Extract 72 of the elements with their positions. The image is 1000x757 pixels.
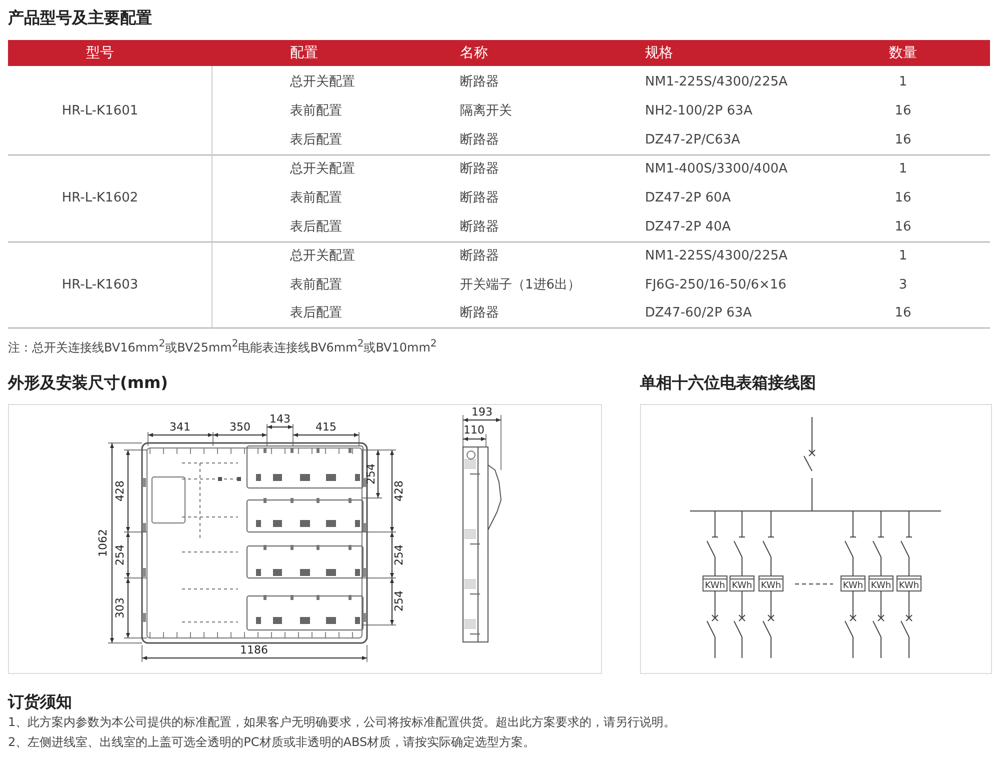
column-header: 规格	[645, 44, 673, 62]
dimension-value: 428	[114, 480, 128, 502]
table-cell: NH2-100/2P 63A	[645, 104, 752, 120]
table-cell: 表前配置	[290, 104, 342, 120]
dimension-value: 254	[394, 544, 406, 566]
dimension-value: 428	[394, 480, 406, 502]
meter-label: KWh	[704, 580, 726, 591]
section-heading: 产品型号及主要配置	[8, 8, 152, 28]
meter-label: KWh	[842, 580, 864, 591]
table-cell: 16	[894, 134, 912, 148]
column-header: 数量	[889, 44, 917, 62]
note-text: 注：总开关连接线BV16mm$^{2}$或BV25mm$^{2}$电能表连接线BV6mm$^{2}$或BV10mm$^{2}$	[8, 338, 437, 356]
table-cell: 1	[898, 76, 908, 90]
note-text: 2、左侧进线室、出线室的上盖可选全透明的PC材质或非透明的ABS材质，请按实际确定选型方案。	[8, 736, 536, 750]
table-cell: 隔离开关	[460, 104, 512, 120]
dimension-value: 341	[170, 422, 190, 434]
table-cell: 断路器	[460, 192, 499, 206]
table-cell: 3	[898, 278, 908, 294]
table-cell: DZ47-2P 40A	[645, 220, 731, 236]
table-cell: NM1-225S/4300/225A	[645, 76, 788, 90]
table-cell: 16	[894, 104, 912, 120]
table-cell: 1	[898, 162, 908, 178]
dimension-value: 350	[230, 422, 250, 434]
section-heading: 单相十六位电表箱接线图	[640, 374, 816, 392]
table-cell: 总开关配置	[290, 162, 355, 178]
table-cell: 16	[894, 306, 912, 322]
dimension-value: 254	[114, 544, 128, 566]
dimension-value: 1186	[240, 644, 268, 658]
meter-label: KWh	[732, 580, 752, 591]
table-cell: 断路器	[460, 306, 499, 322]
meter-label: KWh	[760, 580, 782, 591]
table-cell: 总开关配置	[290, 250, 355, 264]
table-cell: HR-L-K1601	[62, 104, 138, 120]
section-heading: 订货须知	[8, 692, 72, 712]
dimension-value: 415	[316, 422, 336, 434]
column-header: 型号	[86, 44, 114, 62]
dimension-value: 303	[114, 598, 128, 618]
meter-label: KWh	[870, 580, 892, 591]
table-cell: FJ6G-250/16-50/6×16	[645, 278, 786, 294]
table-cell: 断路器	[460, 250, 499, 264]
table-cell: 表后配置	[290, 220, 342, 236]
dimension-value: 110	[464, 424, 484, 438]
table-cell: 1	[898, 250, 908, 264]
table-cell: 表前配置	[290, 278, 342, 294]
table-cell: DZ47-2P/C63A	[645, 134, 740, 148]
table-cell: 断路器	[460, 76, 499, 90]
table-cell: 表后配置	[290, 134, 342, 148]
dimension-value: 254	[394, 590, 406, 612]
table-cell: 开关端子（1进6出）	[460, 278, 581, 294]
table-cell: DZ47-60/2P 63A	[645, 306, 752, 322]
table-cell: 总开关配置	[290, 76, 355, 90]
column-header: 配置	[290, 44, 318, 62]
column-header: 名称	[460, 44, 488, 62]
table-cell: NM1-225S/4300/225A	[645, 250, 788, 264]
table-cell: 表前配置	[290, 192, 342, 206]
note-text: 1、此方案内参数为本公司提供的标准配置，如果客户无明确要求，公司将按标准配置供货。超出此方案要求的，请另行说明。	[8, 716, 676, 730]
section-heading: 外形及安装尺寸(mm)	[8, 374, 168, 392]
table-cell: 断路器	[460, 220, 499, 236]
dimension-value: 254	[366, 464, 378, 484]
dimension-value: 193	[472, 406, 492, 420]
table-cell: NM1-400S/3300/400A	[645, 162, 788, 178]
table-cell: HR-L-K1602	[62, 192, 138, 206]
table-cell: 表后配置	[290, 306, 342, 322]
dimension-value: 143	[270, 414, 290, 426]
meter-label: KWh	[898, 580, 920, 591]
table-cell: 断路器	[460, 162, 499, 178]
table-cell: DZ47-2P 60A	[645, 192, 731, 206]
table-cell: 断路器	[460, 134, 499, 148]
table-cell: 16	[894, 220, 912, 236]
dimension-value: 1062	[98, 529, 110, 557]
table-cell: 16	[894, 192, 912, 206]
table-cell: HR-L-K1603	[62, 278, 138, 294]
